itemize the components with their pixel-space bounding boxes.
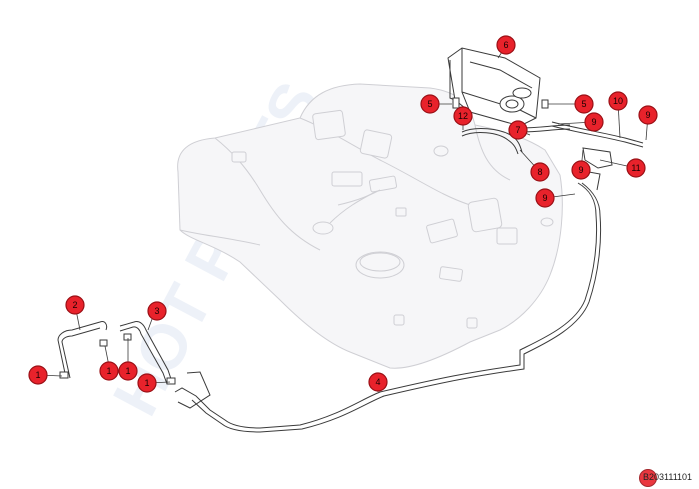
callout-7[interactable]: 7 (508, 120, 528, 140)
callout-label: 5 (581, 99, 586, 109)
diagram-code-marker (639, 469, 657, 487)
callout-label: 9 (542, 193, 547, 203)
hose-3 (119, 321, 176, 385)
callout-1[interactable]: 1 (99, 361, 119, 381)
hose-2 (57, 321, 108, 379)
callout-label: 1 (125, 366, 130, 376)
callout-label: 5 (427, 99, 432, 109)
callout-12[interactable]: 12 (453, 106, 473, 126)
callout-label: 4 (375, 377, 380, 387)
callout-4[interactable]: 4 (368, 372, 388, 392)
callout-1[interactable]: 1 (118, 361, 138, 381)
callout-9[interactable]: 9 (584, 112, 604, 132)
canister-hoses (461, 121, 644, 191)
callout-1[interactable]: 1 (137, 373, 157, 393)
evap-canister (447, 47, 549, 127)
callout-label: 11 (631, 163, 640, 173)
callout-5[interactable]: 5 (420, 94, 440, 114)
callout-3[interactable]: 3 (147, 301, 167, 321)
callout-label: 10 (613, 96, 623, 106)
callout-label: 1 (106, 366, 111, 376)
callout-11[interactable]: 11 (626, 158, 646, 178)
callout-9[interactable]: 9 (571, 160, 591, 180)
callout-label: 2 (72, 300, 77, 310)
callout-label: 9 (645, 110, 650, 120)
diagram-code: B203111101 (643, 472, 693, 482)
callout-2[interactable]: 2 (65, 295, 85, 315)
callout-label: 7 (515, 125, 520, 135)
callout-label: 9 (591, 117, 596, 127)
fuel-tank-outline (177, 83, 563, 369)
callout-5[interactable]: 5 (574, 94, 594, 114)
callout-1[interactable]: 1 (28, 365, 48, 385)
callout-label: 8 (537, 167, 542, 177)
fuel-line (174, 182, 602, 433)
callout-label: 1 (144, 378, 149, 388)
callout-10[interactable]: 10 (608, 91, 628, 111)
callout-label: 3 (154, 306, 159, 316)
callout-label: 1 (35, 370, 40, 380)
callout-9[interactable]: 9 (638, 105, 658, 125)
callout-8[interactable]: 8 (530, 162, 550, 182)
callout-label: 12 (458, 111, 468, 121)
callout-6[interactable]: 6 (496, 35, 516, 55)
callout-label: 9 (578, 165, 583, 175)
callout-label: 6 (503, 40, 508, 50)
callout-9[interactable]: 9 (535, 188, 555, 208)
